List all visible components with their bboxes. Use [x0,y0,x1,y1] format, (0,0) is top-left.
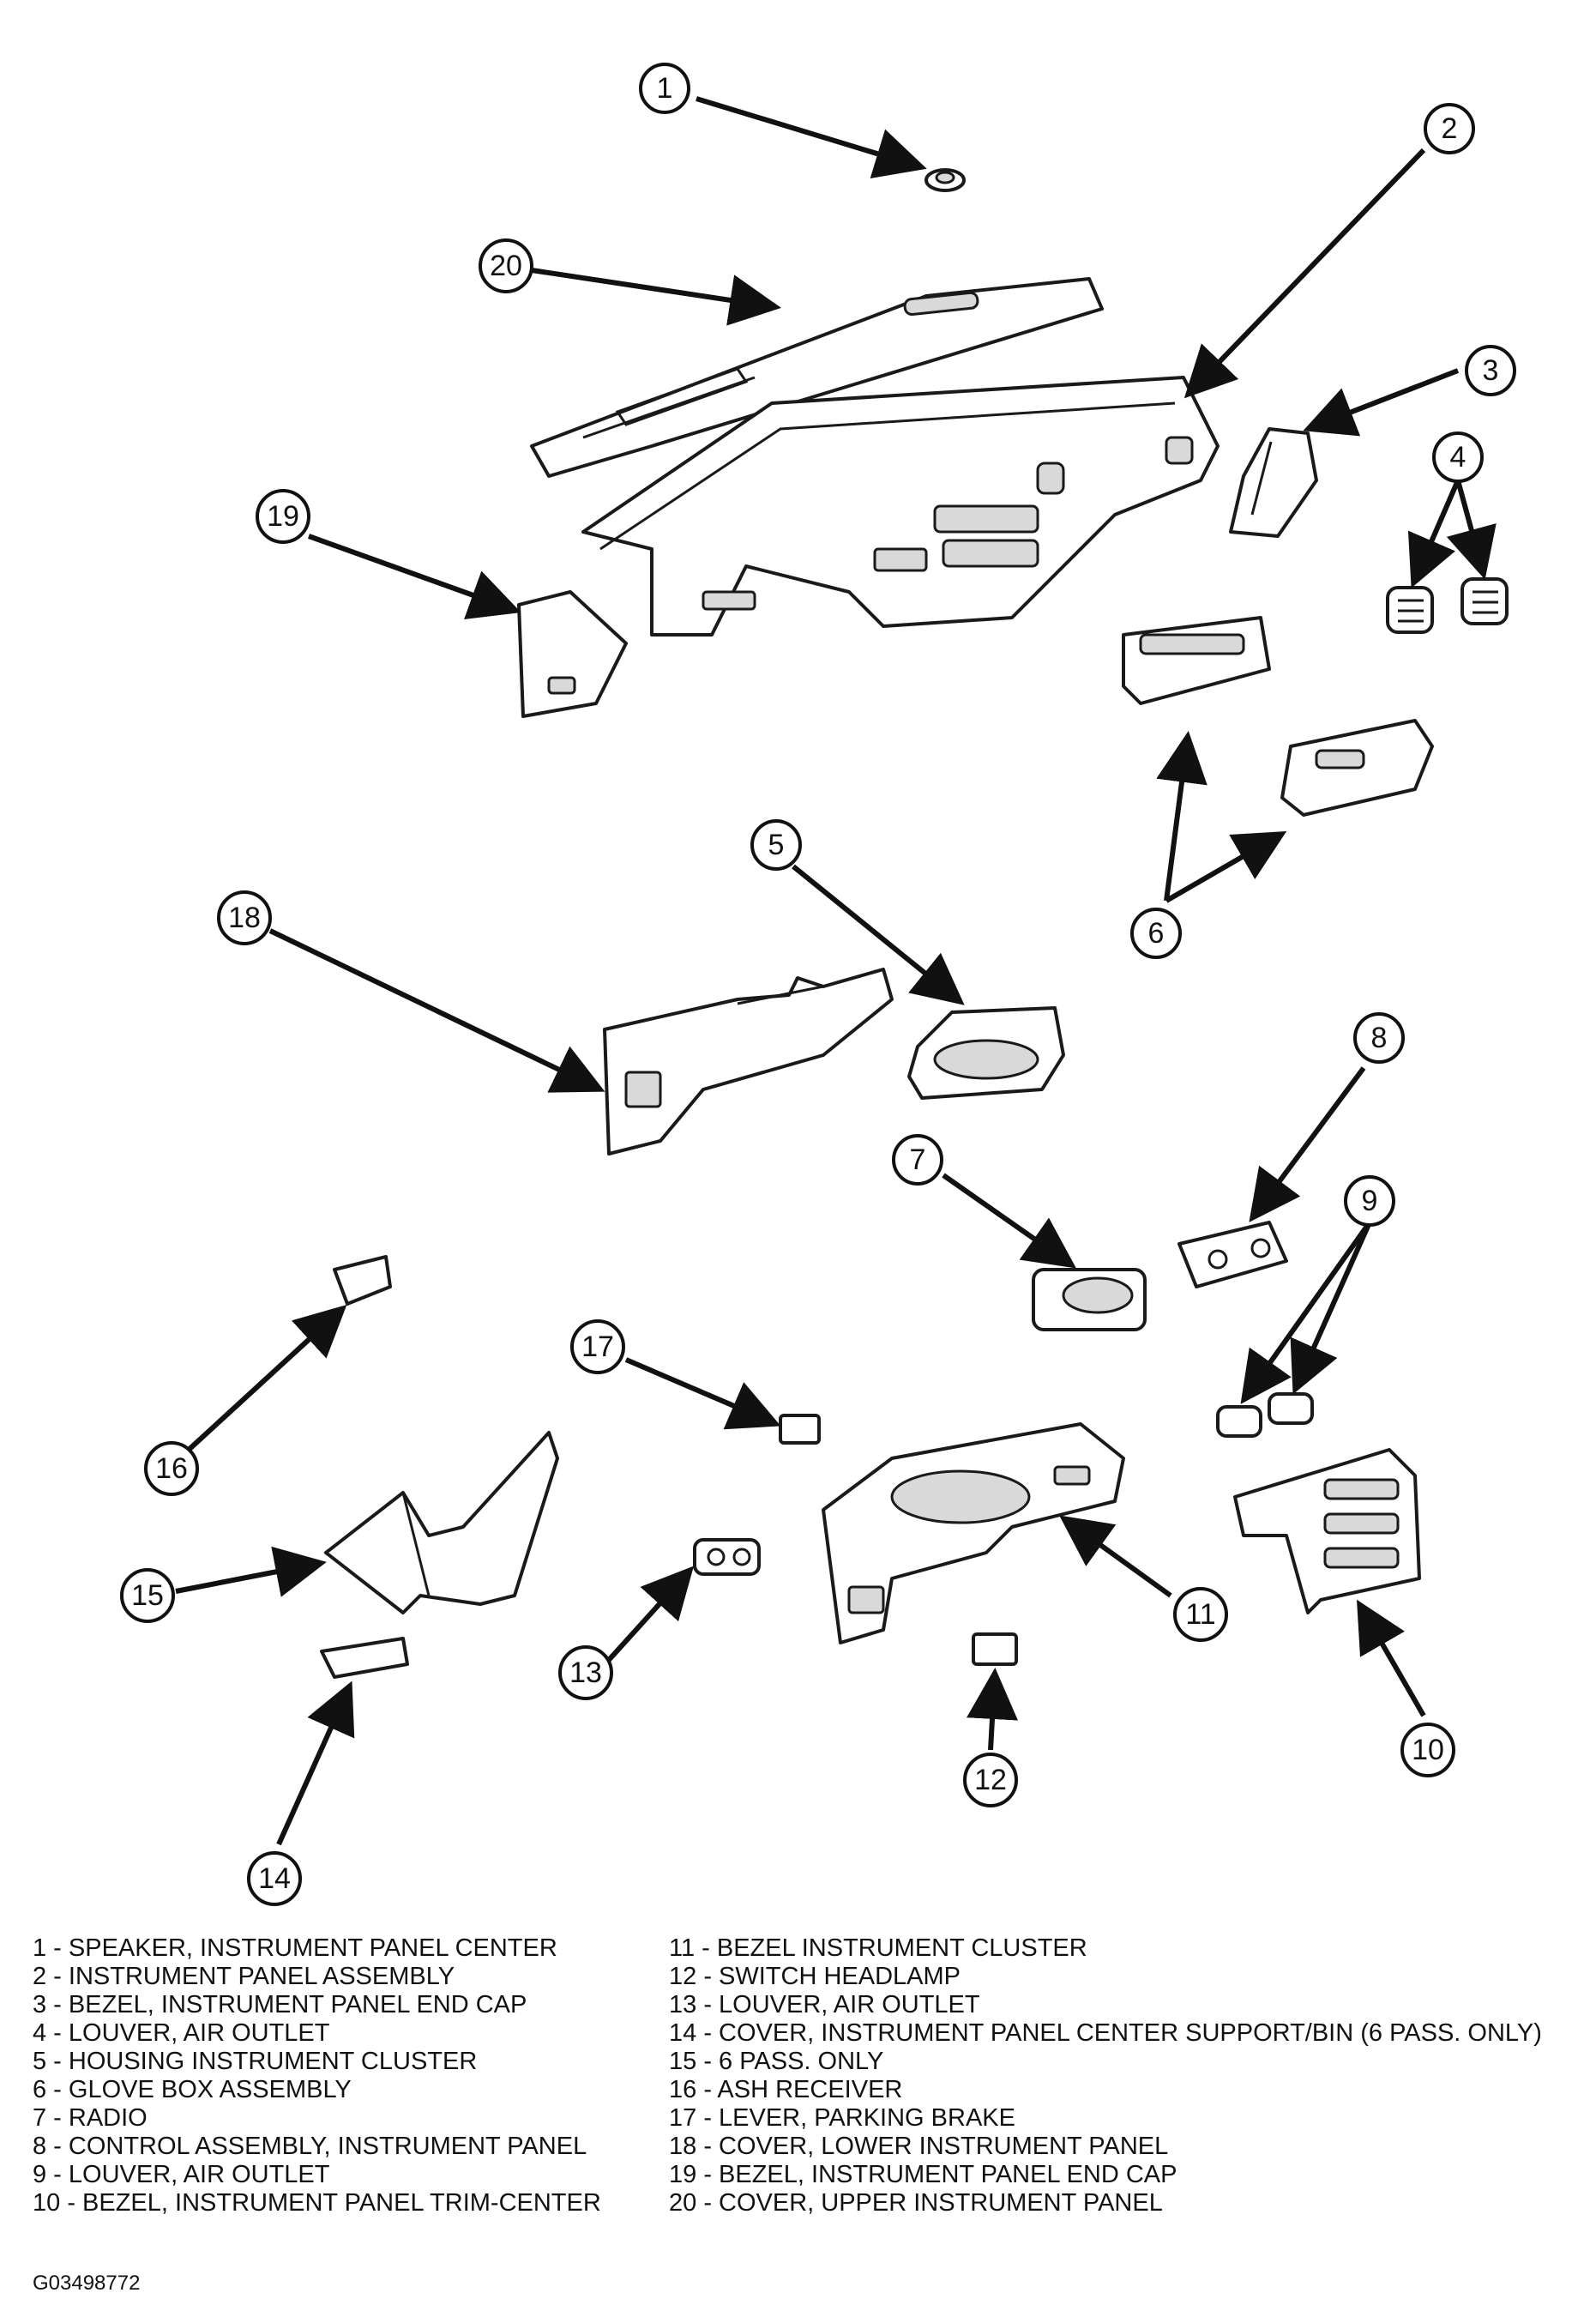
legend-item: 12 - SWITCH HEADLAMP [669,1963,961,1990]
svg-text:18: 18 [228,902,261,934]
instrument-panel-part [581,376,1220,637]
svg-text:5: 5 [768,829,785,861]
svg-text:2: 2 [1442,112,1458,145]
six-pass-part [324,1431,559,1614]
callout-17: 17 [570,1319,625,1374]
callout-12: 12 [963,1753,1018,1807]
legend-item: 1 - SPEAKER, INSTRUMENT PANEL CENTER [33,1934,557,1962]
cluster-bezel-part [822,1422,1125,1644]
legend-item: 10 - BEZEL, INSTRUMENT PANEL TRIM-CENTER [33,2189,601,2217]
callout-13: 13 [558,1645,613,1700]
headlamp-switch-part [972,1632,1018,1666]
callout-10: 10 [1400,1723,1455,1777]
svg-text:16: 16 [155,1452,188,1485]
callout-6: 6 [1130,908,1182,959]
legend-item: 6 - GLOVE BOX ASSEMBLY [33,2076,352,2103]
legend-item: 20 - COVER, UPPER INSTRUMENT PANEL [669,2189,1163,2217]
callout-5: 5 [750,819,802,871]
svg-text:3: 3 [1483,354,1499,387]
speaker-part [924,168,966,192]
leader-arrows [175,96,1497,1846]
center-support-bin-part [320,1637,409,1679]
end-cap-left-part [517,590,628,718]
lower-instrument-cover-part [603,968,894,1156]
legend-item: 3 - BEZEL, INSTRUMENT PANEL END CAP [33,1991,527,2018]
svg-text:15: 15 [131,1579,164,1612]
callout-3: 3 [1465,345,1516,396]
callout-15: 15 [120,1568,175,1623]
glove-box-part [1122,616,1434,817]
svg-text:7: 7 [910,1143,926,1176]
legend-column-right: 11 - BEZEL INSTRUMENT CLUSTER 12 - SWITC… [669,1934,1595,2217]
center-trim-bezel-part [1233,1448,1421,1614]
svg-text:1: 1 [657,72,673,105]
legend-item: 17 - LEVER, PARKING BRAKE [669,2104,1015,2132]
callout-4: 4 [1432,431,1484,483]
legend-item: 16 - ASH RECEIVER [669,2076,903,2103]
upper-cover-part [530,277,1104,478]
callout-18: 18 [217,890,272,945]
figure-code: G03498772 [33,2272,141,2295]
svg-text:11: 11 [1185,1598,1215,1631]
svg-text:19: 19 [267,500,299,533]
callout-16: 16 [144,1441,199,1496]
callout-8: 8 [1353,1012,1405,1064]
svg-text:6: 6 [1148,917,1165,950]
svg-text:12: 12 [974,1764,1007,1796]
callout-19: 19 [256,489,310,544]
control-assembly-part [1177,1221,1288,1288]
legend-item: 18 - COVER, LOWER INSTRUMENT PANEL [669,2133,1169,2160]
legend-column-left: 1 - SPEAKER, INSTRUMENT PANEL CENTER 2 -… [33,1934,667,2217]
louver-13-part [693,1538,761,1576]
callout-14: 14 [247,1851,302,1906]
legend-item: 7 - RADIO [33,2104,148,2132]
callout-9: 9 [1344,1175,1395,1227]
svg-text:13: 13 [569,1656,602,1689]
legend-item: 19 - BEZEL, INSTRUMENT PANEL END CAP [669,2161,1177,2188]
legend-item: 2 - INSTRUMENT PANEL ASSEMBLY [33,1963,455,1990]
louver-pair-9-part [1216,1392,1314,1438]
svg-text:8: 8 [1371,1022,1388,1054]
radio-part [1032,1268,1147,1331]
callout-11: 11 [1173,1587,1228,1642]
end-cap-right-part [1229,427,1318,538]
callout-20: 20 [479,238,533,293]
callout-1: 1 [639,63,690,114]
legend-item: 13 - LOUVER, AIR OUTLET [669,1991,980,2018]
legend-item: 5 - HOUSING INSTRUMENT CLUSTER [33,2048,478,2075]
svg-text:14: 14 [258,1862,291,1895]
svg-text:10: 10 [1412,1734,1444,1766]
legend-item: 15 - 6 PASS. ONLY [669,2048,884,2075]
louver-pair-4-part [1386,577,1509,634]
svg-text:9: 9 [1362,1185,1378,1217]
cluster-housing-part [907,1006,1065,1100]
legend-item: 14 - COVER, INSTRUMENT PANEL CENTER SUPP… [669,2019,1542,2047]
svg-text:17: 17 [581,1330,614,1363]
legend-item: 4 - LOUVER, AIR OUTLET [33,2019,330,2047]
legend-item: 9 - LOUVER, AIR OUTLET [33,2161,330,2188]
callout-2: 2 [1424,103,1475,154]
ash-receiver-part [333,1255,392,1306]
svg-text:4: 4 [1450,441,1467,474]
svg-text:20: 20 [490,250,522,282]
parking-brake-lever-part [779,1414,821,1445]
legend-item: 11 - BEZEL INSTRUMENT CLUSTER [669,1934,1087,1962]
legend-item: 8 - CONTROL ASSEMBLY, INSTRUMENT PANEL [33,2133,587,2160]
callout-7: 7 [892,1134,943,1186]
